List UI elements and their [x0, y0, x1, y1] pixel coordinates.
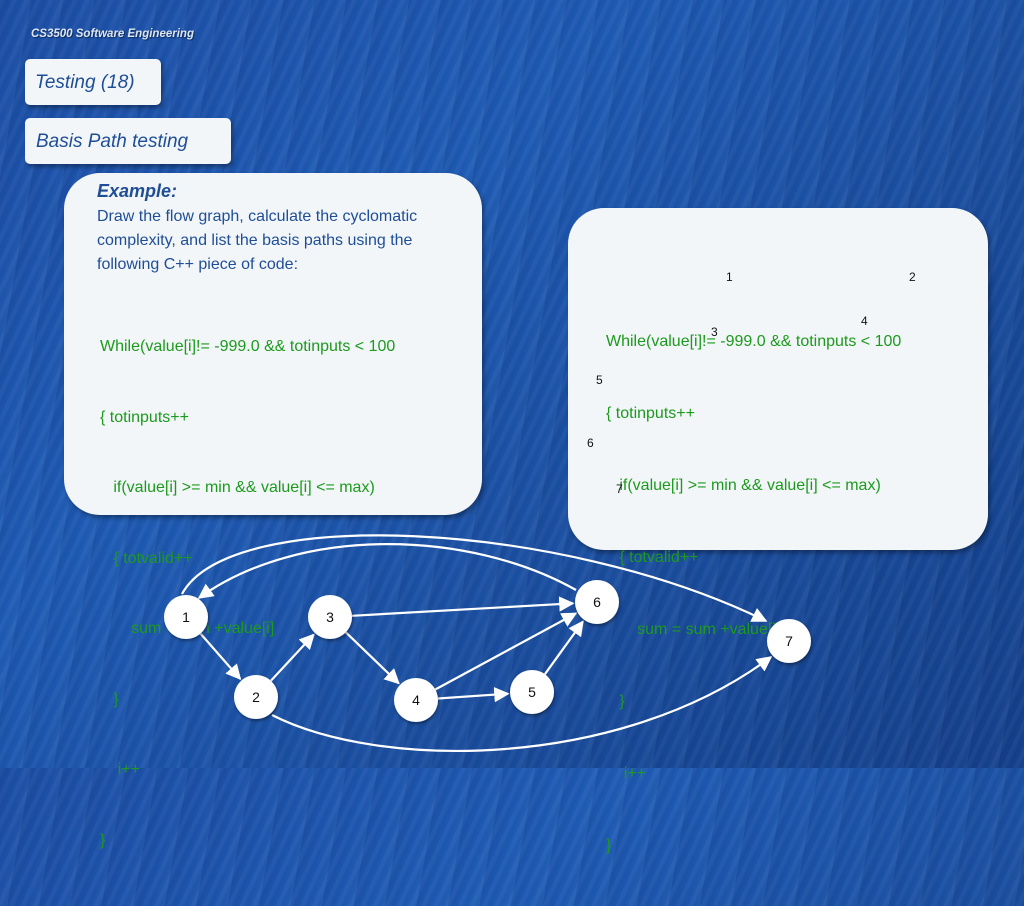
- example-description: Draw the flow graph, calculate the cyclo…: [97, 205, 477, 277]
- code-line: { totinputs++: [606, 405, 695, 422]
- node-label: 3: [326, 609, 334, 625]
- node-label: 4: [412, 692, 420, 708]
- code-line: if(value[i] >= min && value[i] <= max): [100, 479, 375, 496]
- edge-4-5: [437, 686, 510, 703]
- slide-title: Testing (18): [25, 59, 161, 105]
- annotation-2: 2: [909, 270, 916, 284]
- edge-6-1: [197, 543, 577, 599]
- annotation-1: 1: [726, 270, 733, 284]
- slide-subtitle: Basis Path testing: [25, 118, 231, 164]
- code-line: While(value[i]!= -999.0 && totinputs < 1…: [100, 338, 396, 355]
- edge-2-7: [271, 656, 773, 753]
- code-line: { totvalid++: [606, 549, 699, 566]
- code-line: { totvalid++: [100, 549, 193, 567]
- flow-graph: 1 2 3 4 5 6 7: [164, 534, 811, 753]
- slide-title-text: Testing (18): [35, 71, 135, 93]
- example-panel: Example: Draw the flow graph, calculate …: [64, 173, 482, 849]
- code-line: { totinputs++: [100, 408, 189, 426]
- edge-5-6: [544, 620, 584, 675]
- example-heading: Example:: [97, 181, 178, 201]
- description-line: following C++ piece of code:: [97, 256, 299, 273]
- node-3: 3: [308, 595, 352, 639]
- code-line: }: [606, 837, 612, 854]
- node-circle: [164, 595, 208, 639]
- edge-3-6: [351, 596, 575, 617]
- annotation-3: 3: [711, 325, 718, 339]
- edge-3-4: [345, 631, 400, 685]
- node-circle: [234, 675, 278, 719]
- node-circle: [767, 619, 811, 663]
- description-line: Draw the flow graph, calculate the cyclo…: [97, 208, 418, 225]
- node-circle: [394, 678, 438, 722]
- annotation-5: 5: [596, 373, 603, 387]
- node-label: 1: [182, 609, 190, 625]
- node-6: 6: [575, 580, 619, 624]
- node-7: 7: [767, 619, 811, 663]
- code-line: }: [606, 693, 625, 710]
- node-circle: [308, 595, 352, 639]
- edge-1-2: [199, 632, 242, 681]
- node-5: 5: [510, 670, 554, 714]
- node-circle: [575, 580, 619, 624]
- course-header: CS3500 Software Engineering: [31, 28, 194, 40]
- description-line: complexity, and list the basis paths usi…: [97, 232, 413, 249]
- annotation-7: 7: [616, 482, 623, 496]
- node-4: 4: [394, 678, 438, 722]
- node-2: 2: [234, 675, 278, 719]
- node-label: 2: [252, 689, 260, 705]
- code-line: sum = sum +value[i]: [606, 621, 781, 638]
- node-1: 1: [164, 595, 208, 639]
- node-label: 5: [528, 684, 536, 700]
- code-line: }: [100, 831, 106, 849]
- edge-2-3: [270, 633, 315, 682]
- node-label: 7: [785, 633, 793, 649]
- node-label: 6: [593, 594, 601, 610]
- edge-1-7: [181, 534, 768, 622]
- slide-subtitle-text: Basis Path testing: [36, 130, 189, 152]
- code-line: While(value[i]!= -999.0 && totinputs < 1…: [606, 333, 902, 350]
- code-line: }: [100, 690, 119, 708]
- edge-4-6: [434, 612, 578, 691]
- annotated-code-panel: While(value[i]!= -999.0 && totinputs < 1…: [568, 208, 988, 854]
- code-line: if(value[i] >= min && value[i] <= max): [606, 477, 881, 494]
- node-circle: [510, 670, 554, 714]
- annotation-4: 4: [861, 314, 868, 328]
- annotation-6: 6: [587, 436, 594, 450]
